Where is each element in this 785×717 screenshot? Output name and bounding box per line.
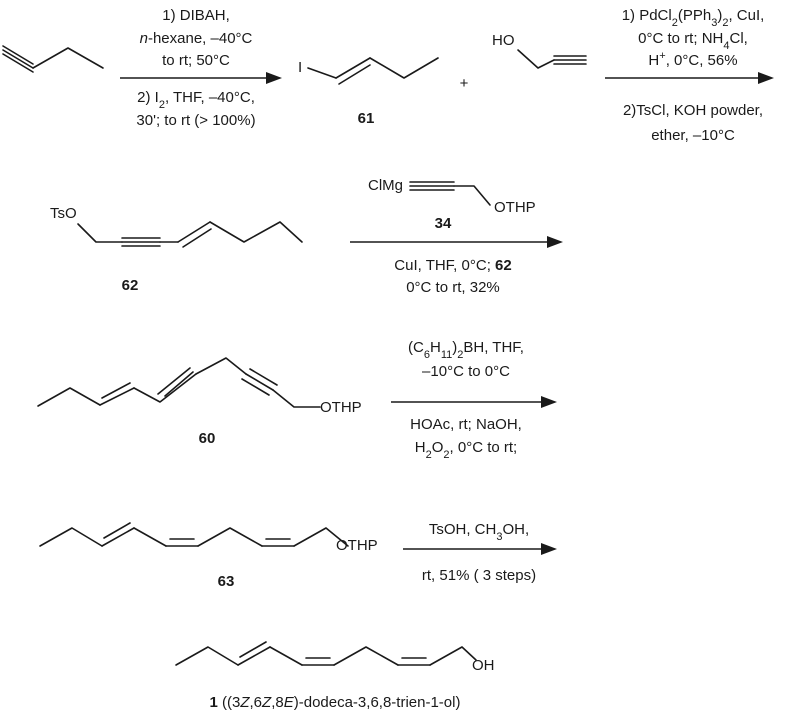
step3-cond-below-1: CuI, THF, 0°C; 62: [394, 257, 511, 274]
arrow-step-1: [120, 72, 282, 84]
step2-cond-above-3: H+, 0°C, 56%: [648, 50, 737, 69]
atom-iodine: I: [298, 59, 302, 76]
step2-cond-below-1: 2)TsCl, KOH powder,: [623, 102, 763, 119]
atom-ho: HO: [492, 32, 515, 49]
step1-cond-above-1: 1) DIBAH,: [162, 7, 230, 24]
step4-cond-above-2: –10°C to 0°C: [422, 363, 510, 380]
step3-cond-below-2: 0°C to rt, 32%: [406, 279, 500, 296]
step1-cond-above-2: n-hexane, –40°C: [140, 30, 253, 47]
reagent-34-clmg: ClMg: [368, 177, 403, 194]
step2-cond-below-2: ether, –10°C: [651, 127, 735, 144]
structure-product-1: OH: [175, 641, 495, 674]
structure-propargyl-alcohol: HO: [492, 32, 587, 69]
step2-cond-above-1: 1) PdCl2(PPh3)2, CuI,: [622, 7, 765, 29]
step1-cond-above-3: to rt; 50°C: [162, 52, 230, 69]
compound-number-60: 60: [199, 430, 216, 447]
structure-61: I: [298, 57, 439, 85]
structure-60: OTHP: [37, 357, 362, 416]
step4-cond-above-1: (C6H11)2BH, THF,: [408, 339, 524, 361]
compound-number-34: 34: [435, 215, 452, 232]
arrow-step-2: [605, 72, 774, 84]
structure-62: TsO: [50, 205, 303, 248]
compound-name-1: 1 ((3Z,6Z,8E)-dodeca-3,6,8-trien-1-ol): [210, 694, 461, 711]
step2-cond-above-2: 0°C to rt; NH4Cl,: [638, 30, 748, 52]
structure-63: OTHP: [39, 522, 378, 554]
step1-cond-below-2: 30'; to rt (> 100%): [136, 112, 255, 129]
step4-cond-below-1: HOAc, rt; NaOH,: [410, 416, 522, 433]
plus-sign: +: [460, 75, 469, 92]
arrow-step-5: [403, 543, 557, 555]
compound-number-61: 61: [358, 110, 375, 127]
compound-number-62: 62: [122, 277, 139, 294]
step5-cond-above: TsOH, CH3OH,: [429, 521, 529, 543]
step5-cond-below: rt, 51% ( 3 steps): [422, 567, 536, 584]
arrow-step-3: [350, 236, 563, 248]
structure-reagent-34: ClMg OTHP: [368, 177, 536, 216]
compound-number-63: 63: [218, 573, 235, 590]
step1-cond-below-1: 2) I2, THF, –40°C,: [137, 89, 255, 111]
step4-cond-below-2: H2O2, 0°C to rt;: [415, 439, 517, 461]
atom-oh: OH: [472, 657, 495, 674]
atom-othp-63: OTHP: [336, 537, 378, 554]
reagent-34-othp: OTHP: [494, 199, 536, 216]
arrow-step-4: [391, 396, 557, 408]
atom-tso: TsO: [50, 205, 77, 222]
structure-1-pentyne: [2, 45, 104, 73]
atom-othp-60: OTHP: [320, 399, 362, 416]
